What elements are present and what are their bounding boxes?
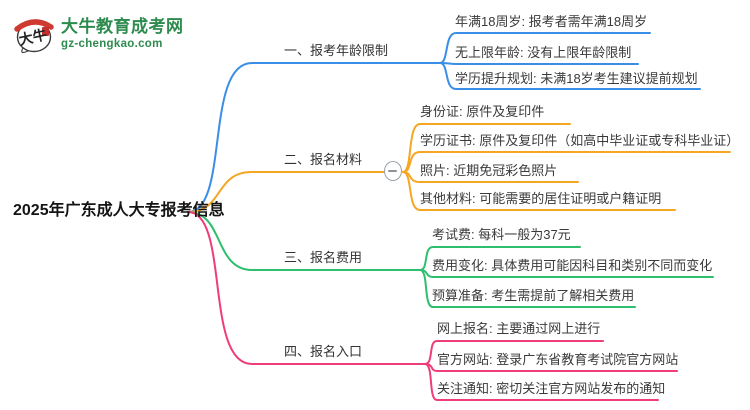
child-node-no-upper-limit[interactable]: 无上限年龄: 没有上限年龄限制 <box>455 45 632 60</box>
child-node-fee-change[interactable]: 费用变化: 具体费用可能因科目和类别不同而变化 <box>432 258 713 273</box>
daniu-bubble-seal-icon: 大牛 <box>14 19 54 54</box>
branch-fees-lines <box>187 211 714 308</box>
child-node-age-18[interactable]: 年满18周岁: 报考者需年满18周岁 <box>455 14 648 29</box>
svg-text:大牛: 大牛 <box>17 26 48 47</box>
minus-icon <box>388 170 397 172</box>
child-node-plan-ahead[interactable]: 学历提升规划: 未满18岁考生建议提前规划 <box>455 71 698 86</box>
child-node-diploma[interactable]: 学历证书: 原件及复印件（如高中毕业证或专科毕业证） <box>420 133 740 148</box>
child-node-id-card[interactable]: 身份证: 原件及复印件 <box>420 104 545 119</box>
branch-entry-lines <box>187 211 678 401</box>
site-logo[interactable]: 大牛 大牛教育成考网 gz-chengkao.com <box>12 13 184 57</box>
child-node-budget[interactable]: 预算准备: 考生需提前了解相关费用 <box>432 288 635 303</box>
branch-age-limit-lines <box>187 32 701 213</box>
child-node-photo[interactable]: 照片: 近期免冠彩色照片 <box>420 163 558 178</box>
child-node-official-site[interactable]: 官方网站: 登录广东省教育考试院官方网站 <box>437 352 679 367</box>
collapse-toggle-button[interactable] <box>384 161 402 181</box>
branch-node-materials[interactable]: 二、报名材料 <box>284 152 363 167</box>
branch-node-age-limit[interactable]: 一、报考年龄限制 <box>284 43 389 58</box>
child-node-exam-fee[interactable]: 考试费: 每科一般为37元 <box>432 227 571 242</box>
child-node-follow-notice[interactable]: 关注通知: 密切关注官方网站发布的通知 <box>437 381 666 396</box>
root-node[interactable]: 2025年广东成人大专报考信息 <box>13 202 225 219</box>
child-node-online-signup[interactable]: 网上报名: 主要通过网上进行 <box>437 321 601 336</box>
logo-title: 大牛教育成考网 <box>61 17 184 36</box>
branch-node-entry[interactable]: 四、报名入口 <box>284 344 363 359</box>
logo-url: gz-chengkao.com <box>61 38 163 50</box>
branch-materials-lines <box>187 123 731 213</box>
branch-node-fees[interactable]: 三、报名费用 <box>284 250 363 265</box>
child-node-other-materials[interactable]: 其他材料: 可能需要的居住证明或户籍证明 <box>420 191 662 206</box>
